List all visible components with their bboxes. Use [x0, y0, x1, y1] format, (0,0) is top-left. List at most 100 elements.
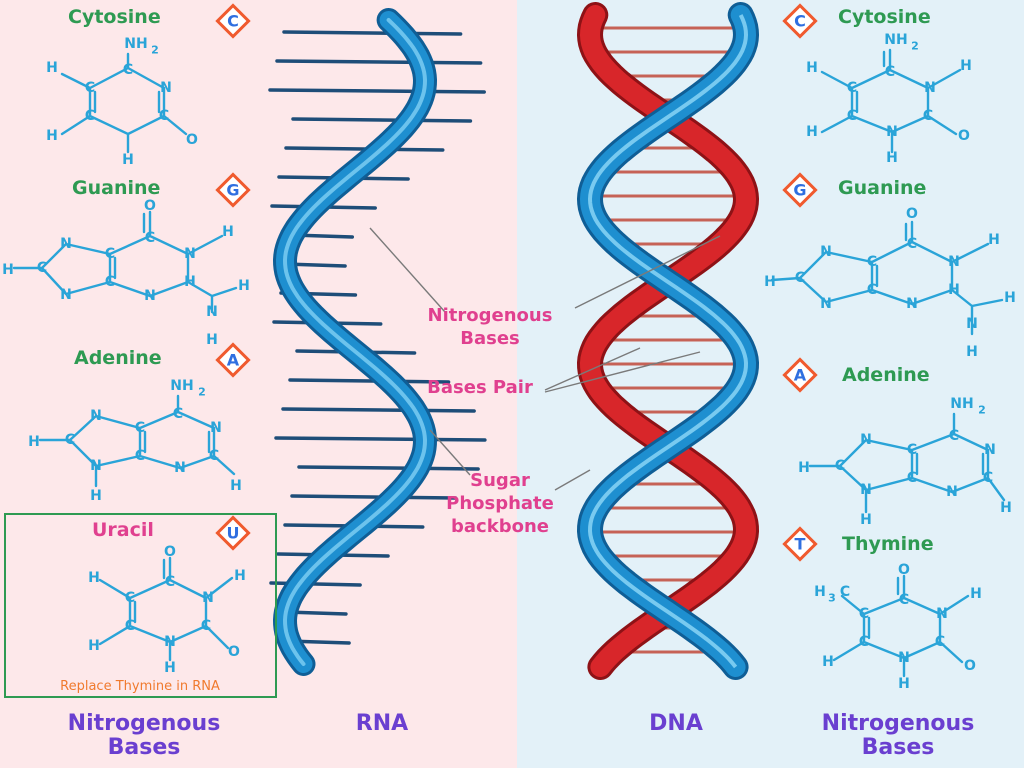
- svg-text:H: H: [46, 60, 58, 76]
- svg-text:C: C: [867, 282, 877, 298]
- uracil-structure: O C H N H C C C H N O H: [88, 544, 246, 676]
- svg-text:2: 2: [198, 386, 206, 399]
- bottom-right-label-line1: Nitrogenous: [822, 711, 975, 736]
- svg-text:C: C: [840, 584, 850, 600]
- callout-sugar-line2: Phosphate: [446, 493, 554, 514]
- cytosine-left: Cytosine C NH 2 H C N H C C O C H: [46, 3, 251, 168]
- svg-text:N: N: [90, 458, 102, 474]
- svg-text:H: H: [164, 660, 176, 676]
- rna-rung: [275, 59, 483, 65]
- svg-text:O: O: [164, 544, 176, 560]
- svg-text:C: C: [135, 448, 145, 464]
- svg-text:H: H: [238, 278, 250, 294]
- svg-text:C: C: [847, 108, 857, 124]
- bottom-left-label-line1: Nitrogenous: [68, 711, 221, 736]
- guanine-right-structure: O C N H H C N C C N N H H N H: [764, 206, 1016, 360]
- svg-text:NH: NH: [124, 36, 147, 52]
- svg-text:C: C: [209, 448, 219, 464]
- callout-sugar-line1: Sugar: [470, 470, 530, 491]
- svg-text:N: N: [90, 408, 102, 424]
- svg-text:H: H: [886, 150, 898, 166]
- svg-text:H: H: [806, 60, 818, 76]
- svg-text:T: T: [795, 535, 806, 554]
- svg-text:A: A: [227, 351, 240, 370]
- svg-text:C: C: [123, 62, 133, 78]
- svg-text:H: H: [88, 638, 100, 654]
- svg-text:N: N: [202, 590, 214, 606]
- rna-backbone-strand: [272, 8, 438, 676]
- dna-label: DNA: [649, 711, 703, 736]
- callout-nitrogenous-line1: Nitrogenous: [428, 305, 553, 326]
- svg-text:H: H: [970, 586, 982, 602]
- svg-text:N: N: [860, 432, 872, 448]
- adenine-right-structure: NH 2 C N N C C H C N N H C H: [798, 396, 1012, 528]
- svg-text:N: N: [936, 606, 948, 622]
- svg-text:O: O: [958, 128, 970, 144]
- svg-text:N: N: [948, 254, 960, 270]
- rna-rung: [282, 30, 463, 36]
- guanine-structure: O C N H H C N C C N N H H N H: [2, 198, 250, 348]
- adenine-structure: NH 2 C N N C C H C N N H C H: [28, 378, 242, 504]
- callout-sugar-line3: backbone: [451, 516, 549, 537]
- svg-text:N: N: [924, 80, 936, 96]
- svg-text:C: C: [85, 80, 95, 96]
- svg-text:N: N: [164, 634, 176, 650]
- svg-text:C: C: [935, 634, 945, 650]
- svg-text:C: C: [899, 592, 909, 608]
- dna-double-helix: [576, 2, 760, 680]
- rna-rung: [269, 581, 362, 587]
- svg-text:N: N: [160, 80, 172, 96]
- svg-text:N: N: [898, 650, 910, 666]
- svg-text:C: C: [907, 236, 917, 252]
- cytosine-left-name: Cytosine: [68, 6, 161, 28]
- svg-text:C: C: [923, 108, 933, 124]
- bottom-left-label-line2: Bases: [108, 735, 181, 760]
- svg-text:C: C: [105, 274, 115, 290]
- svg-text:N: N: [886, 124, 898, 140]
- svg-text:C: C: [859, 606, 869, 622]
- svg-text:C: C: [201, 618, 211, 634]
- cytosine-right-name: Cytosine: [838, 6, 931, 28]
- svg-text:C: C: [165, 574, 175, 590]
- rna-rung: [297, 465, 480, 471]
- svg-text:O: O: [186, 132, 198, 148]
- rna-rung: [288, 378, 451, 384]
- svg-text:NH: NH: [950, 396, 973, 412]
- svg-text:C: C: [794, 12, 806, 31]
- svg-text:C: C: [983, 470, 993, 486]
- svg-text:H: H: [88, 570, 100, 586]
- cytosine-right: C Cytosine NH 2 H C N H C C O C H H N: [782, 3, 972, 166]
- svg-text:C: C: [885, 64, 895, 80]
- svg-text:H: H: [222, 224, 234, 240]
- adenine-right-name: Adenine: [842, 364, 930, 386]
- svg-text:H: H: [960, 58, 972, 74]
- svg-text:O: O: [898, 562, 910, 578]
- svg-text:G: G: [793, 181, 806, 200]
- svg-text:N: N: [966, 316, 978, 332]
- svg-text:2: 2: [911, 40, 919, 53]
- svg-text:C: C: [847, 80, 857, 96]
- svg-text:C: C: [173, 406, 183, 422]
- svg-text:H: H: [822, 654, 834, 670]
- svg-text:C: C: [125, 590, 135, 606]
- callout-nitrogenous-line2: Bases: [460, 328, 520, 349]
- thymine-right: T Thymine H 3 C O C C N H C C H N O H: [782, 526, 982, 692]
- svg-text:H: H: [1004, 290, 1016, 306]
- diamond-badge-icon: G: [782, 172, 818, 208]
- svg-text:H: H: [46, 128, 58, 144]
- thymine-structure: H 3 C O C C N H C C H N O H: [814, 562, 982, 692]
- rna-strand-highlight: [282, 18, 428, 666]
- svg-text:H: H: [898, 676, 910, 692]
- svg-text:H: H: [966, 344, 978, 360]
- guanine-left-name: Guanine: [72, 177, 160, 199]
- svg-text:3: 3: [828, 592, 836, 605]
- svg-text:H: H: [1000, 500, 1012, 516]
- callout-leader-lines: [369, 227, 721, 491]
- uracil-box: Uracil U O C H N H C C C H N O H Replace…: [4, 513, 277, 698]
- adenine-right: A Adenine NH 2 C N N C C H C N N H C H: [782, 357, 1012, 528]
- svg-text:H: H: [806, 124, 818, 140]
- svg-text:G: G: [226, 181, 239, 200]
- dna-blue-strand-highlight: [587, 14, 749, 669]
- svg-text:2: 2: [151, 44, 159, 57]
- svg-text:NH: NH: [884, 32, 907, 48]
